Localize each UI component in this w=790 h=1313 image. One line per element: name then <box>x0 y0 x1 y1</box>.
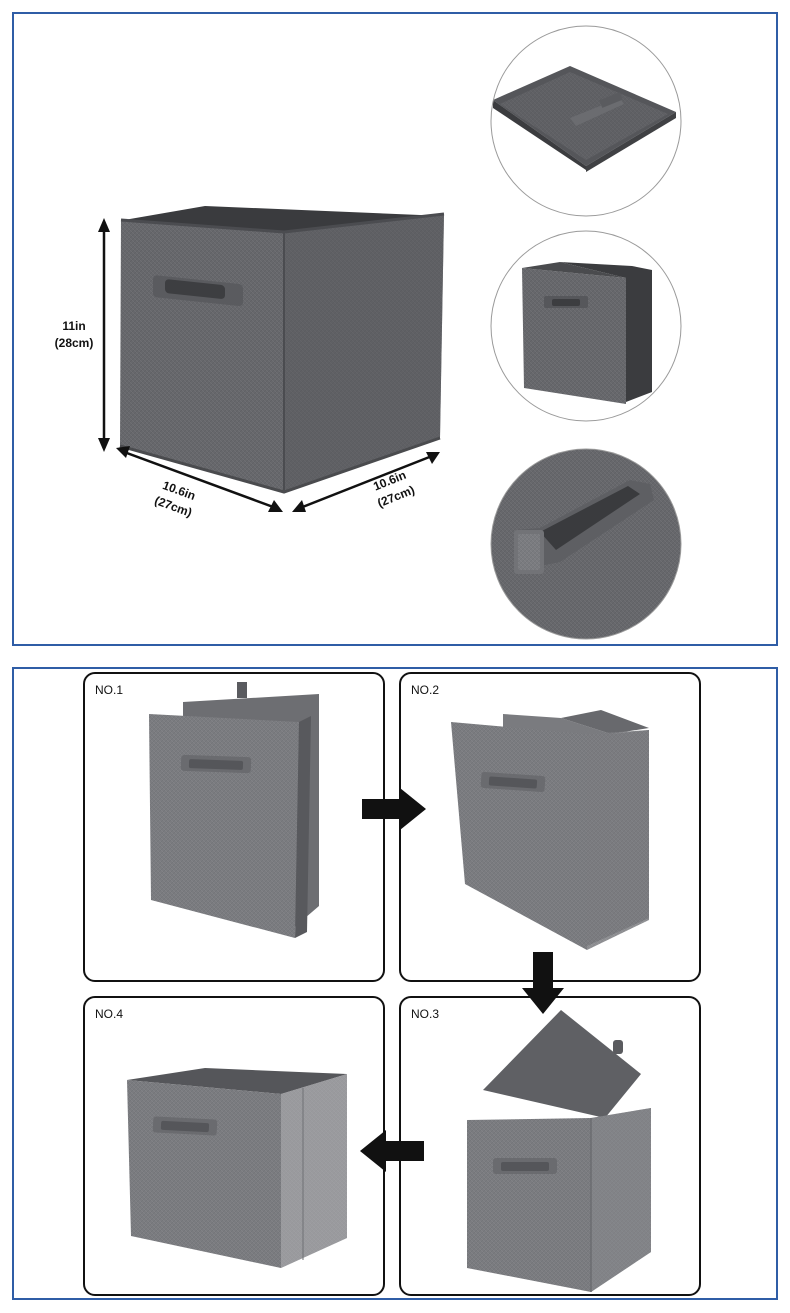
folded-flat-detail <box>490 25 682 217</box>
handle-closeup-detail <box>490 448 682 640</box>
arrow-right-icon <box>362 788 426 830</box>
step-3-card: NO.3 <box>399 996 701 1296</box>
height-cm: (28cm) <box>54 336 94 350</box>
step-2-unfolding <box>451 710 649 950</box>
half-open-detail <box>490 230 682 422</box>
product-illustration <box>98 25 682 640</box>
step-1-folded-panels <box>149 682 319 938</box>
step-4-finished-cube <box>127 1068 347 1268</box>
height-inches: 11in <box>62 319 86 333</box>
step-2-card: NO.2 <box>399 672 701 982</box>
handle-icon <box>153 275 243 307</box>
arrow-left-icon <box>360 1130 424 1172</box>
height-dimension-label: 11in (28cm) <box>44 318 104 352</box>
step-1-label: NO.1 <box>95 683 124 697</box>
dimension-arrows <box>98 218 440 512</box>
storage-cube-main <box>119 206 445 494</box>
step-3-insert-base <box>467 1010 651 1292</box>
step-4-card: NO.4 <box>83 996 385 1296</box>
step-4-label: NO.4 <box>95 1007 124 1021</box>
step-3-label: NO.3 <box>411 1007 440 1021</box>
step-2-label: NO.2 <box>411 683 440 697</box>
step-1-card: NO.1 <box>83 672 385 982</box>
arrow-down-icon <box>522 952 564 1014</box>
